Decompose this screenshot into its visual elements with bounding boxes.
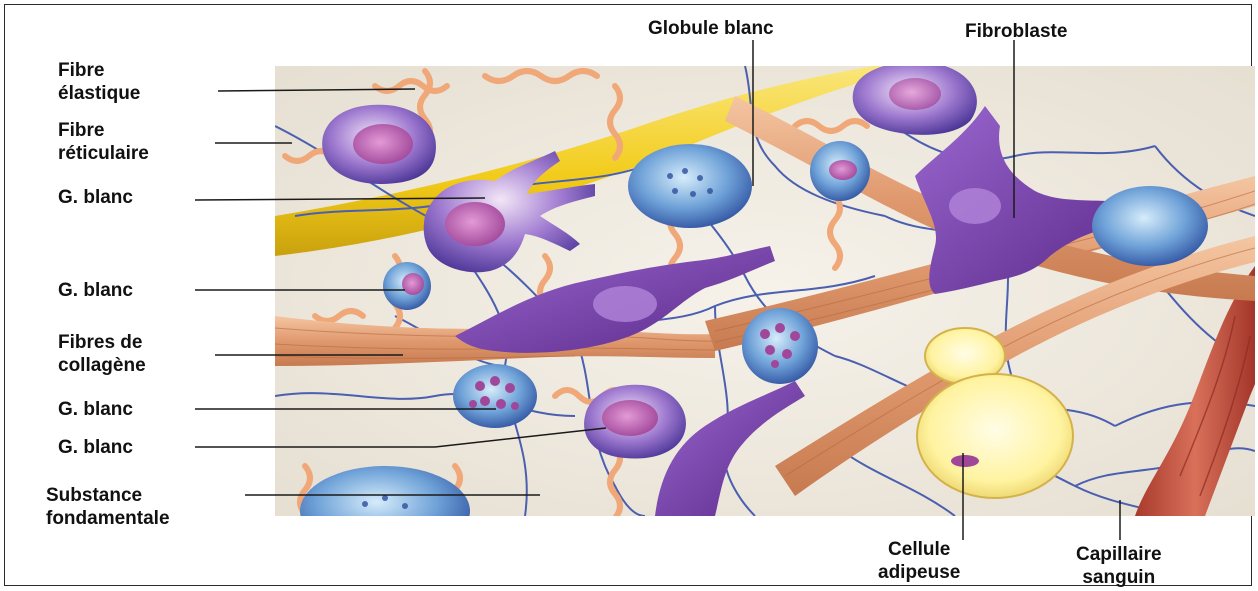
label-globule-blanc: Globule blanc <box>648 17 774 40</box>
leukocyte-right-edge <box>1092 186 1208 266</box>
connective-tissue-illustration <box>275 66 1255 516</box>
label-substance-fondamentale: Substance fondamentale <box>46 484 170 530</box>
label-fibre-reticulaire: Fibre réticulaire <box>58 119 149 165</box>
leukocyte-granular-left <box>453 364 537 428</box>
label-capillaire-sanguin: Capillaire sanguin <box>1076 543 1162 589</box>
tissue-drawing <box>275 66 1255 516</box>
leukocyte-top-left <box>322 105 436 184</box>
leukocyte-small-top <box>810 141 870 201</box>
label-cellule-adipeuse: Cellule adipeuse <box>878 538 960 584</box>
leukocyte-purple-low <box>584 385 686 459</box>
label-fibroblaste: Fibroblaste <box>965 20 1067 43</box>
leukocyte-large-blue <box>628 144 752 228</box>
label-g-blanc-3: G. blanc <box>58 398 133 421</box>
adipocyte-nucleus <box>951 455 979 467</box>
label-g-blanc-2: G. blanc <box>58 279 133 302</box>
label-fibre-elastique: Fibre élastique <box>58 59 140 105</box>
leukocyte-small-left <box>383 262 431 310</box>
adipocyte <box>917 374 1073 498</box>
label-fibres-collagene: Fibres de collagène <box>58 331 146 377</box>
label-g-blanc-4: G. blanc <box>58 436 133 459</box>
label-g-blanc-1: G. blanc <box>58 186 133 209</box>
leukocyte-granular-center <box>742 308 818 384</box>
